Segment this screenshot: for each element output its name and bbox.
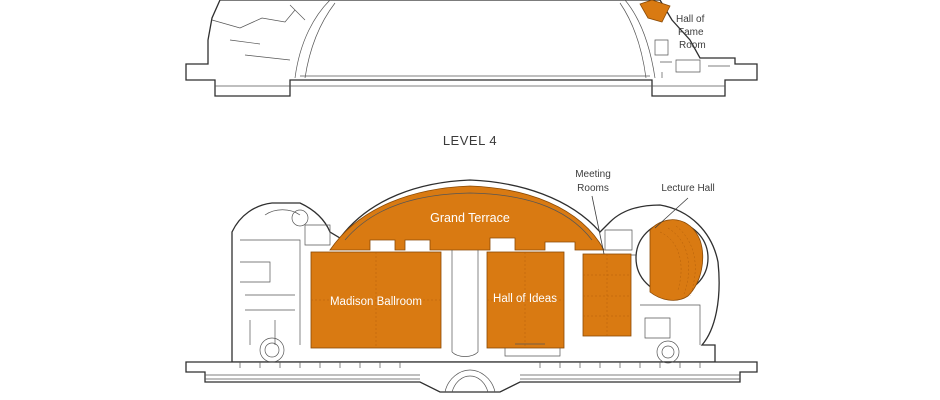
right-wing-details <box>600 229 701 345</box>
plaza-hatching <box>205 374 740 380</box>
lecture-hall-label: Lecture Hall <box>661 183 714 194</box>
hall-of-ideas-lobby <box>504 343 561 357</box>
upper-right-detail <box>654 39 730 78</box>
hall-of-fame-room <box>639 0 671 23</box>
terrace-inner-arc <box>344 192 593 241</box>
level-title: LEVEL 4 <box>443 133 497 148</box>
entrance-rotunda <box>444 369 496 393</box>
right-stair-core <box>661 345 675 359</box>
lecture-hall-leader <box>654 197 689 229</box>
hall-of-fame-label-3: Room <box>679 40 706 51</box>
meeting-rooms-label-1: Meeting <box>575 169 611 180</box>
hall-of-fame-label-1: Hall of <box>676 14 705 25</box>
level-4-plan: Grand Terrace Madison Ballroom Hall of I… <box>185 169 758 393</box>
hall-of-ideas-partitions <box>487 252 564 348</box>
upper-level-outline <box>185 0 758 97</box>
grand-terrace <box>329 185 605 251</box>
left-stair-core <box>264 342 280 358</box>
plaza-base <box>185 361 758 393</box>
hall-of-fame-label-2: Fame <box>678 27 704 38</box>
meeting-rooms-label-2: Rooms <box>577 183 609 194</box>
lecture-hall <box>649 219 704 301</box>
madison-ballroom-label: Madison Ballroom <box>330 296 422 308</box>
left-wing-details <box>240 209 331 345</box>
grand-terrace-label: Grand Terrace <box>430 211 510 225</box>
upper-level-plan: Hall of Fame Room <box>185 0 758 97</box>
lecture-hall-seating <box>659 225 696 297</box>
upper-dome-arc <box>294 0 656 79</box>
hall-of-ideas-label: Hall of Ideas <box>493 293 557 305</box>
right-stair-tower <box>656 340 680 364</box>
upper-left-detail <box>211 4 306 61</box>
left-elevator-round <box>291 209 309 227</box>
central-corridor <box>451 250 479 357</box>
meeting-room-partitions <box>583 254 631 336</box>
upper-inner-arc <box>304 2 647 79</box>
column-ticks <box>239 362 701 368</box>
ballroom-partitions <box>311 252 441 348</box>
meeting-rooms-leader <box>591 195 605 255</box>
left-stair-tower <box>259 337 285 363</box>
